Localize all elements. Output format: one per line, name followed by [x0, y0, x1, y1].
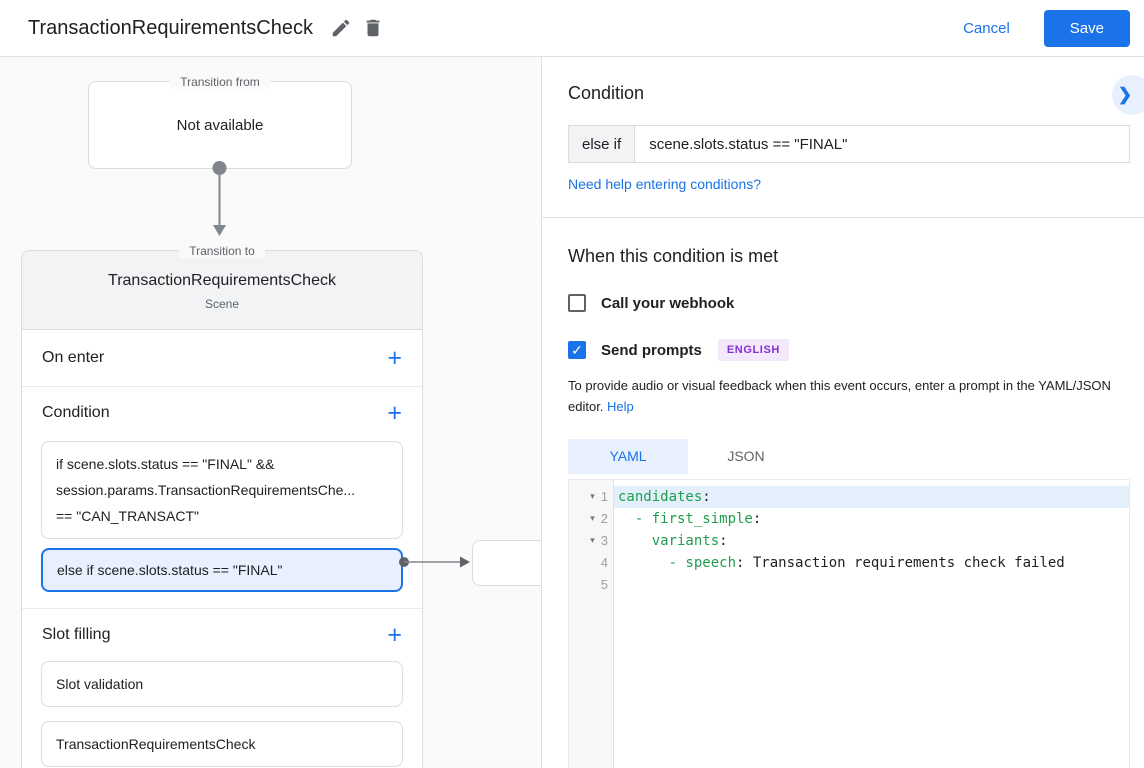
add-condition-button[interactable]: + [383, 400, 406, 426]
transition-target-node[interactable] [472, 540, 541, 586]
line-number: 4 [600, 555, 608, 571]
condition-card-if[interactable]: if scene.slots.status == "FINAL" && sess… [41, 441, 403, 539]
gutter-row: 5 [569, 574, 613, 596]
add-slot-button[interactable]: + [383, 622, 406, 648]
collapse-panel-button[interactable]: ❯ [1112, 75, 1144, 115]
editor-gutter: ▾ 1 ▾ 2 ▾ 3 4 5 [569, 479, 614, 768]
condition-line: if scene.slots.status == "FINAL" && [56, 456, 275, 472]
editor-code-area[interactable]: candidates: - first_simple: variants: - … [614, 480, 1129, 768]
tab-json[interactable]: JSON [727, 448, 765, 465]
condition-expression-input[interactable] [634, 125, 1130, 163]
scene-name: TransactionRequirementsCheck [108, 272, 336, 289]
code-line-5 [614, 574, 1129, 596]
gutter-row: ▾ 1 [569, 486, 613, 508]
slot-card-validation[interactable]: Slot validation [41, 661, 403, 707]
transition-to-node: Transition to TransactionRequirementsChe… [21, 244, 423, 768]
trash-icon [362, 17, 384, 39]
fold-arrow-icon[interactable]: ▾ [590, 535, 595, 546]
when-met-title: When this condition is met [568, 246, 779, 266]
code-line-4: - speech: Transaction requirements check… [668, 554, 1065, 571]
gutter-row: ▾ 3 [569, 530, 613, 552]
line-number: 3 [600, 533, 608, 549]
edit-scene-button[interactable] [325, 12, 357, 44]
transition-from-legend: Transition from [89, 73, 351, 91]
line-number: 2 [600, 511, 608, 527]
gutter-row: ▾ 2 [569, 508, 613, 530]
panel-header: Condition ❯ [568, 75, 1144, 115]
page-title: TransactionRequirementsCheck [28, 16, 313, 39]
prompt-help-link[interactable]: Help [607, 398, 634, 414]
panel-title: Condition [568, 83, 645, 103]
line-number: 5 [600, 577, 608, 593]
save-button[interactable]: Save [1043, 9, 1130, 47]
yaml-editor[interactable]: ▾ 1 ▾ 2 ▾ 3 4 5 candidates: [568, 478, 1130, 768]
editor-tabs: YAML JSON [568, 438, 1130, 474]
on-enter-label: On enter [42, 349, 105, 366]
top-bar: TransactionRequirementsCheck Cancel Save [0, 0, 1144, 57]
checkmark-icon: ✓ [571, 341, 583, 358]
transition-from-content: Not available [176, 116, 264, 134]
add-on-enter-button[interactable]: + [383, 345, 406, 371]
prompt-description: To provide audio or visual feedback when… [568, 376, 1130, 418]
pencil-icon [330, 17, 352, 39]
send-prompts-label: Send prompts [601, 341, 702, 359]
condition-input-group: else if [568, 125, 1130, 163]
condition-header-row: Condition + [22, 387, 422, 439]
code-line-1: candidates: [614, 485, 1129, 508]
gutter-row: 4 [569, 552, 613, 574]
send-prompts-row: ✓ Send prompts ENGLISH [568, 339, 1130, 361]
condition-section: Condition + if scene.slots.status == "FI… [22, 387, 422, 609]
code-line-2: - first_simple: [634, 510, 762, 527]
fold-arrow-icon[interactable]: ▾ [590, 513, 595, 524]
section-divider [542, 217, 1144, 218]
condition-line: == "CAN_TRANSACT" [56, 508, 199, 524]
prompt-description-text: To provide audio or visual feedback when… [568, 378, 1111, 414]
main-area: Transition from Not available Transition… [0, 57, 1144, 768]
condition-line: else if scene.slots.status == "FINAL" [57, 562, 283, 578]
send-prompts-checkbox[interactable]: ✓ [568, 341, 586, 359]
language-badge: ENGLISH [717, 339, 789, 361]
chevron-right-icon: ❯ [1117, 85, 1133, 104]
conditions-help-link[interactable]: Need help entering conditions? [568, 176, 762, 192]
condition-line: session.params.TransactionRequirementsCh… [56, 482, 356, 498]
delete-scene-button[interactable] [357, 12, 389, 44]
cancel-button[interactable]: Cancel [963, 19, 1010, 37]
webhook-checkbox[interactable] [568, 294, 586, 312]
webhook-row: Call your webhook [568, 294, 1130, 312]
code-line-3: variants: [651, 532, 728, 549]
condition-detail-panel: Condition ❯ else if Need help entering c… [541, 57, 1144, 768]
tab-yaml[interactable]: YAML [568, 438, 688, 474]
condition-prefix: else if [568, 125, 635, 163]
slot-card-transaction[interactable]: TransactionRequirementsCheck [41, 721, 403, 767]
webhook-label: Call your webhook [601, 294, 735, 312]
slot-filling-label: Slot filling [42, 626, 111, 643]
scene-type-label: Scene [204, 297, 240, 311]
condition-card-elseif-selected[interactable]: else if scene.slots.status == "FINAL" [41, 548, 403, 592]
fold-arrow-icon[interactable]: ▾ [590, 491, 595, 502]
line-number: 1 [600, 489, 608, 505]
scene-header[interactable]: TransactionRequirementsCheck Scene [22, 251, 422, 330]
condition-section-label: Condition [42, 404, 110, 421]
on-enter-row[interactable]: On enter + [22, 330, 422, 387]
flow-canvas: Transition from Not available Transition… [0, 57, 541, 768]
transition-from-node[interactable]: Transition from Not available [88, 75, 352, 169]
slot-filling-header-row: Slot filling + [22, 609, 422, 661]
